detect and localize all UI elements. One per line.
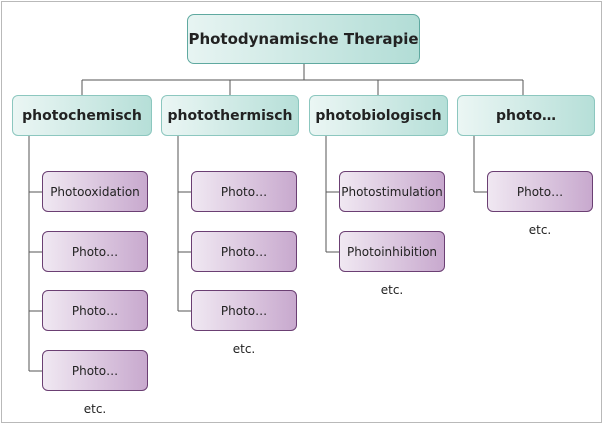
leaf-node: Photostimulation xyxy=(339,171,445,212)
leaf-node: Photo… xyxy=(42,231,148,272)
leaf-node: Photo… xyxy=(42,350,148,391)
category-node-photo: photo… xyxy=(457,95,595,136)
etc-label: etc. xyxy=(528,223,552,237)
leaf-node: Photo… xyxy=(42,290,148,331)
leaf-node: Photo… xyxy=(191,290,297,331)
etc-label: etc. xyxy=(232,342,256,356)
etc-label: etc. xyxy=(83,402,107,416)
leaf-node: Photooxidation xyxy=(42,171,148,212)
category-node-photochemisch: photochemisch xyxy=(12,95,152,136)
leaf-node: Photo… xyxy=(487,171,593,212)
root-node: Photodynamische Therapie xyxy=(187,14,420,64)
leaf-node: Photoinhibition xyxy=(339,231,445,272)
category-node-photobiologisch: photobiologisch xyxy=(309,95,448,136)
leaf-node: Photo… xyxy=(191,171,297,212)
leaf-node: Photo… xyxy=(191,231,297,272)
diagram-frame: Photodynamische Therapie photochemisch p… xyxy=(1,1,602,423)
etc-label: etc. xyxy=(380,283,404,297)
category-node-photothermisch: photothermisch xyxy=(161,95,299,136)
